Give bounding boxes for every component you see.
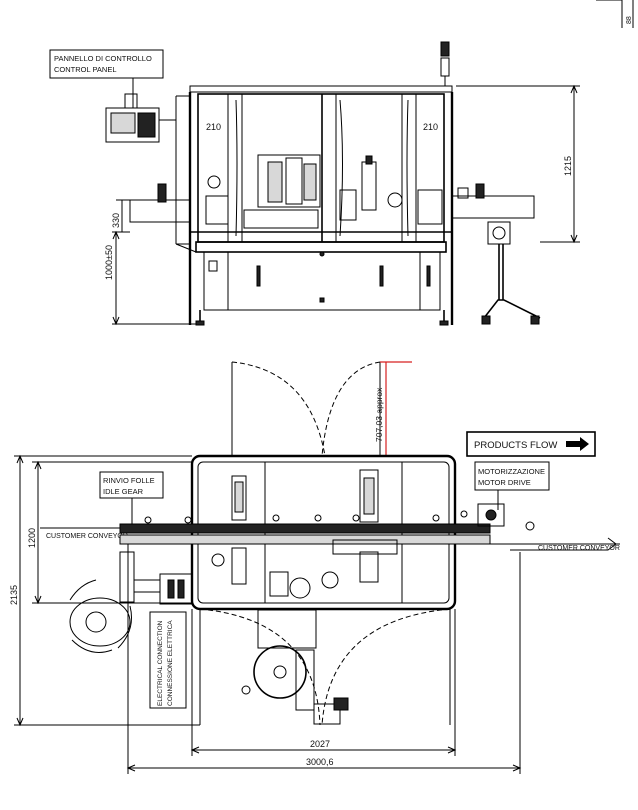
products-flow-indicator: PRODUCTS FLOW [466,431,596,457]
control-panel-label-it: PANNELLO DI CONTROLLO [54,54,152,63]
control-panel-label-box [49,49,164,79]
electrical-connection-it: CONNESSIONE ELETTRICA [167,620,174,706]
lower-cabinet [175,241,449,326]
flow-arrow-icon [566,437,589,451]
dim-length-machine: 2027 [190,609,457,756]
door-swing-bottom [199,608,451,726]
dim-length-total: 3000,6 [126,544,522,774]
control-panel [105,93,190,230]
customer-conveyor-left: CUSTOMER CONVEYOR [46,533,128,540]
dim-width-total: 2135 [9,454,200,727]
dim-base-height-text: 1000±50 [104,245,114,280]
dim-width-inner-text: 1200 [27,528,37,548]
motor-drive-label-it: MOTORIZZAZIONE [478,467,545,476]
dim-width-total-text: 2135 [9,585,19,605]
idle-gear-label-it: RINVIO FOLLE [103,476,155,485]
motor-stand [481,221,541,325]
top-conveyor: CUSTOMER CONVEYOR CUSTOMER CONVEYOR [40,510,620,552]
dim-conveyor-height-text: 330 [111,213,121,228]
title-block-corner: 88 [596,0,634,28]
dim-height-total-text: 1215 [563,156,573,176]
top-view: 707,03 approx PRODUCTS FLOW RINVIO FOLLE… [9,361,620,774]
dim-length-total-text: 3000,6 [306,757,334,767]
customer-conveyor-right: CUSTOMER CONVEYOR [538,545,620,552]
station-label-left: 210 [206,122,221,132]
motor-drive-label-en: MOTOR DRIVE [478,478,531,487]
signal-tower [440,41,450,86]
labeling-heads [205,154,443,229]
electrical-box: ELECTRICAL CONNECTION CONNESSIONE ELETTR… [119,551,193,709]
side-conveyor [129,183,535,244]
machine-frame [188,85,454,325]
top-heads [211,469,505,599]
dim-length-machine-text: 2027 [310,739,330,749]
corner-mark-text: 88 [626,16,633,24]
door-clearance-text: 707,03 approx [374,387,384,442]
dim-base-height: 1000±50 [104,230,196,326]
dim-width-inner: 1200 [27,460,192,605]
control-panel-label-en: CONTROL PANEL [54,65,117,74]
idle-gear-label-en: IDLE GEAR [103,487,144,496]
electrical-connection-en: ELECTRICAL CONNECTION [157,620,164,706]
door-swing-top: 707,03 approx [231,361,412,457]
products-flow-text: PRODUCTS FLOW [474,440,557,451]
station-label-right: 210 [423,122,438,132]
side-view: PANNELLO DI CONTROLLO CONTROL PANEL [49,41,580,326]
operator-figure [69,579,132,653]
dim-height-total: 1215 [456,84,580,244]
motor-drive-label-box [474,461,550,491]
dim-conveyor-height: 330 [111,199,130,233]
